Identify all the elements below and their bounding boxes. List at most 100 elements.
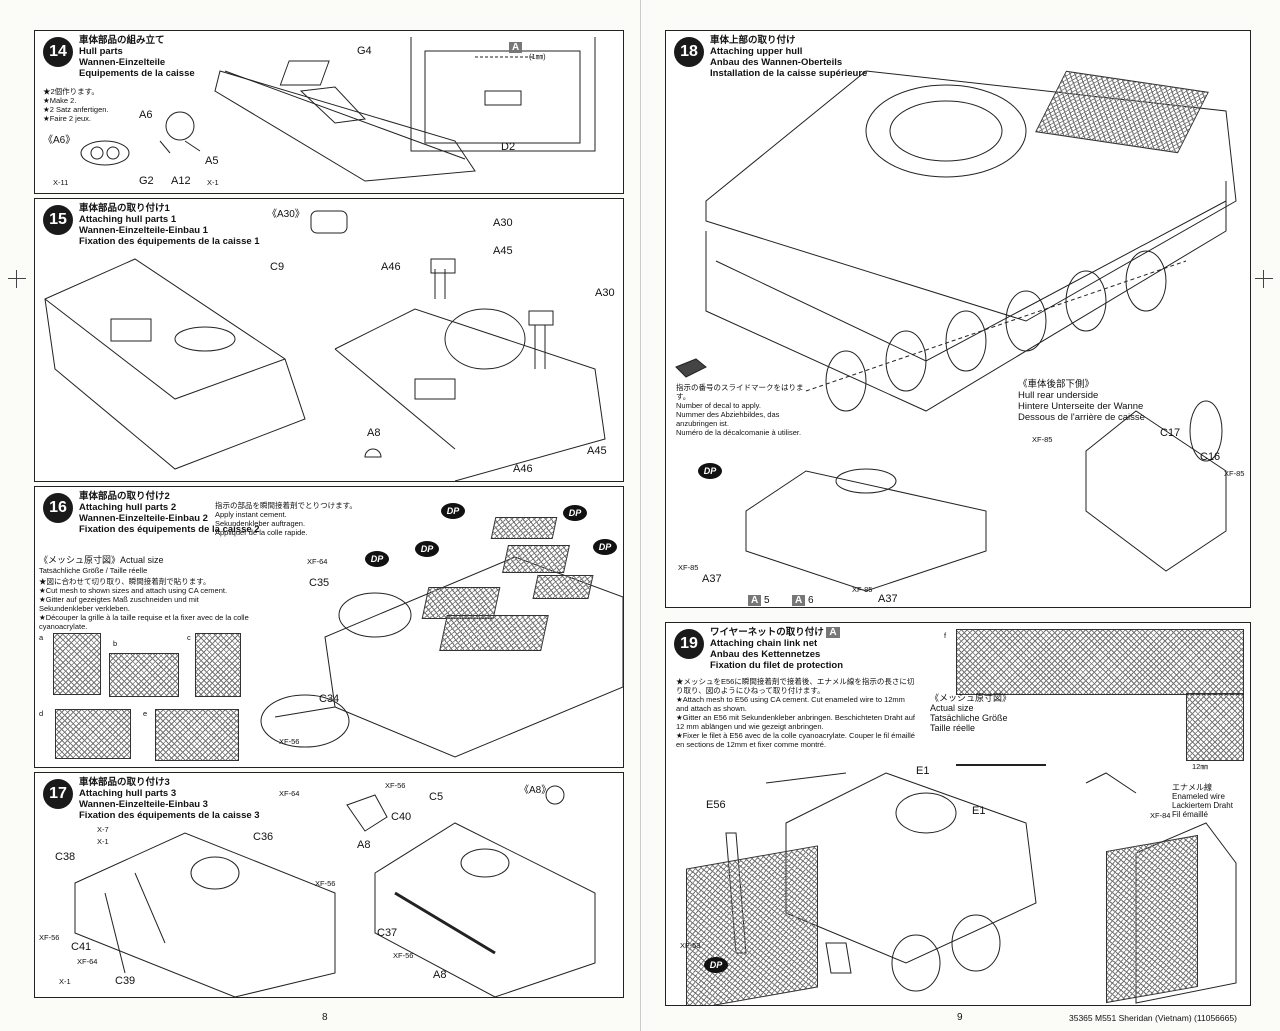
step18-decal-note: 指示の番号のスライドマークをはります。 Number of decal to a… — [676, 383, 804, 437]
step18-rear-label: 《車体後部下側》 Hull rear underside Hintere Unt… — [1018, 379, 1145, 423]
label-C38: C38 — [55, 851, 76, 863]
mesh-d-letter: d — [39, 709, 44, 718]
label-XF-64a: XF-64 — [279, 789, 300, 798]
mesh-e — [155, 709, 239, 761]
label-C36: C36 — [253, 831, 274, 843]
label-X-1b: X-1 — [59, 977, 71, 986]
mesh-f-bottom — [1186, 693, 1244, 761]
step19-tag-a: A — [826, 627, 840, 638]
label-XF-85b: XF-85 — [1224, 469, 1245, 478]
label-XF-53: XF-53 — [680, 941, 701, 950]
step16-badge: 16 — [43, 493, 73, 523]
step17-title: 車体部品の取り付け3 Attaching hull parts 3 Wannen… — [79, 777, 260, 821]
mesh-on-hull-5 — [490, 517, 558, 539]
right-page-number: 9 — [957, 1012, 963, 1023]
step17-panel: 17 車体部品の取り付け3 Attaching hull parts 3 Wan… — [34, 772, 624, 998]
label-XF-84: XF-84 — [1150, 811, 1171, 820]
label-XF-85c: XF-85 — [678, 563, 699, 572]
left-page: 14 車体部品の組み立て Hull parts Wannen-Einzeltei… — [8, 30, 624, 1023]
step15-drawing — [44, 210, 606, 481]
label-G2: G2 — [139, 175, 154, 187]
mesh-f-installed-rear — [1106, 834, 1198, 1004]
label-C39: C39 — [115, 975, 136, 987]
mesh-f-letter: f — [944, 631, 947, 640]
step17-inset-label: 《A8》 — [519, 785, 552, 796]
step19-title: ワイヤーネットの取り付け A Attaching chain link net … — [710, 627, 843, 671]
step15-badge: 15 — [43, 205, 73, 235]
step14-drawing — [80, 37, 596, 182]
step19-note: ★メッシュをE56に瞬間接着剤で接着後、エナメル線を指示の長さに切り取り、図のよ… — [676, 677, 915, 749]
label-C34: C34 — [319, 693, 340, 705]
registration-mark-left — [8, 270, 26, 288]
dp-mark-d: DP — [415, 541, 439, 557]
mesh-b-letter: b — [113, 639, 118, 648]
step16-mesh-note: ★図に合わせて切り取り、瞬間接着剤で貼ります。 ★Cut mesh to sho… — [39, 577, 249, 631]
right-page: 18 車体上部の取り付け Attaching upper hull Anbau … — [640, 0, 1280, 1031]
label-C37: C37 — [377, 927, 398, 939]
label-A6: A6 — [139, 109, 153, 121]
step15-inset-label: 《A30》 — [267, 209, 305, 220]
step19-badge: 19 — [674, 629, 704, 659]
product-code-footer: 35365 M551 Sheridan (Vietnam) (11056665) — [1069, 1013, 1237, 1023]
step18-title: 車体上部の取り付け Attaching upper hull Anbau des… — [710, 35, 868, 79]
step19-panel: 19 ワイヤーネットの取り付け A Attaching chain link n… — [665, 622, 1251, 1006]
registration-mark-right — [1255, 270, 1273, 288]
label-XF-56: XF-56 — [279, 737, 300, 746]
label-E1b: E1 — [972, 805, 986, 817]
wire-length: 12㎜ — [1192, 762, 1208, 771]
label-XF-56c: XF-56 — [393, 951, 414, 960]
label-XF-56a: XF-56 — [315, 879, 336, 888]
step19-mesh-label: 《メッシュ原寸図》 Actual size Tatsächliche Größe… — [930, 693, 1012, 733]
label-XF-64b: XF-64 — [77, 957, 98, 966]
mesh-a-letter: a — [39, 633, 44, 642]
step16-title: 車体部品の取り付け2 Attaching hull parts 2 Wannen… — [79, 491, 260, 535]
label-A12: A12 — [171, 175, 191, 187]
step14-inset-label: 《A6》 — [43, 135, 76, 146]
mesh-b — [109, 653, 179, 697]
step17-badge: 17 — [43, 779, 73, 809]
label-XF-56b: XF-56 — [385, 781, 406, 790]
label-C16: C16 — [1200, 451, 1221, 463]
label-X-11: X-11 — [53, 178, 69, 187]
label-A30a: A30 — [493, 217, 513, 229]
label-X-1: X-1 — [207, 178, 219, 187]
mesh-c — [195, 633, 241, 697]
step15-title: 車体部品の取り付け1 Attaching hull parts 1 Wannen… — [79, 203, 260, 247]
label-XF-85d: XF-85 — [852, 585, 873, 594]
label-XF-85a: XF-85 — [1032, 435, 1053, 444]
step14-dim: (1㎜) — [529, 52, 546, 61]
step17-drawing — [74, 785, 596, 997]
label-D2: D2 — [501, 141, 516, 153]
step18-badge: 18 — [674, 37, 704, 67]
step16-mesh-heading: 《メッシュ原寸図》Actual size Tatsächliche Größe … — [39, 555, 164, 575]
label-A45b: A45 — [587, 445, 607, 457]
dp-mark-e: DP — [365, 551, 389, 567]
mesh-on-hull-3 — [502, 545, 570, 573]
label-C9: C9 — [270, 261, 285, 273]
mesh-e-letter: e — [143, 709, 148, 718]
mesh-a — [53, 633, 101, 695]
label-A37a: A37 — [702, 573, 722, 585]
step18-dp-mark: DP — [698, 463, 722, 479]
dp-mark-a: DP — [441, 503, 465, 519]
mesh-on-hull-4 — [532, 575, 594, 599]
step14-tag-a: A — [509, 37, 523, 55]
step19-dp-mark: DP — [704, 957, 728, 973]
label-A37b: A37 — [878, 593, 898, 605]
label-A8: A8 — [367, 427, 381, 439]
mesh-c-letter: c — [187, 633, 191, 642]
label-A45a: A45 — [493, 245, 513, 257]
label-C40: C40 — [391, 811, 412, 823]
label-C17: C17 — [1160, 427, 1181, 439]
step18-panel: 18 車体上部の取り付け Attaching upper hull Anbau … — [665, 30, 1251, 608]
step16-cement-note: 指示の部品を瞬間接着剤でとりつけます。 Apply instant cement… — [215, 501, 357, 537]
label-A46b: A46 — [513, 463, 533, 475]
label-C41: C41 — [71, 941, 92, 953]
mesh-f-top — [956, 629, 1244, 695]
mesh-f-installed-side — [686, 845, 818, 1005]
step14-badge: 14 — [43, 37, 73, 67]
label-XF-64: XF-64 — [307, 557, 328, 566]
left-page-number: 8 — [322, 1012, 328, 1023]
label-XF-56d: XF-56 — [39, 933, 60, 942]
step14-panel: 14 車体部品の組み立て Hull parts Wannen-Einzeltei… — [34, 30, 624, 194]
